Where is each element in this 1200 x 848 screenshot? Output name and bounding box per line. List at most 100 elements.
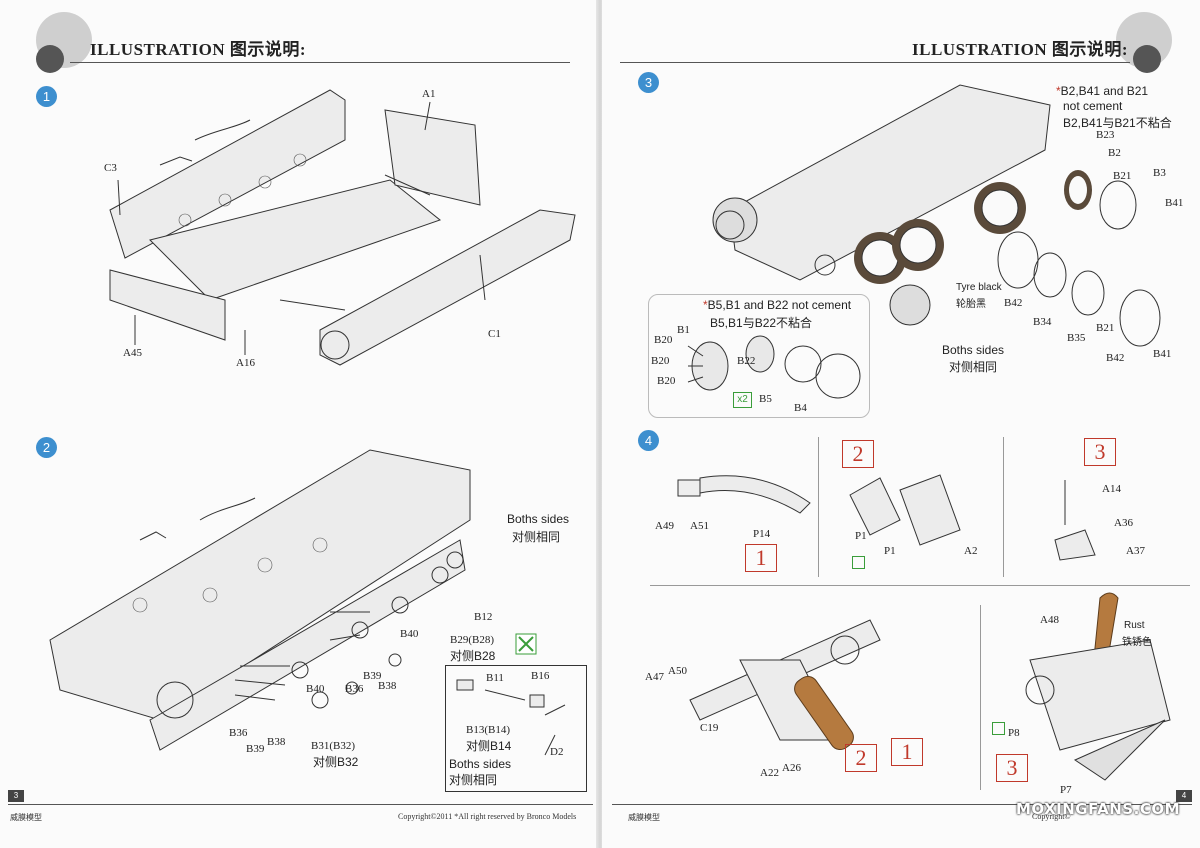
glue-icon-2 <box>852 556 865 569</box>
step2-boths-en: Boths sides <box>507 512 570 526</box>
page-gutter <box>596 0 604 848</box>
label-B12: B12 <box>474 611 493 623</box>
label-P1-a: P1 <box>855 530 867 542</box>
label-B21-top: B21 <box>1113 170 1132 182</box>
label-A50: A50 <box>668 665 687 677</box>
label-B4: B4 <box>794 402 807 414</box>
label-B38-b: B38 <box>267 736 286 748</box>
step-1-badge: 1 <box>36 86 57 107</box>
label-B13: B13(B14) <box>466 724 510 736</box>
label-C1: C1 <box>488 328 501 340</box>
label-B34: B34 <box>1033 316 1052 328</box>
label-D2: D2 <box>550 746 564 758</box>
step3-boths-en: Boths sides <box>942 343 1005 357</box>
label-A48: A48 <box>1040 614 1059 626</box>
suspension-arms <box>234 551 464 709</box>
tyre-black-cn: 轮胎黑 <box>956 299 986 310</box>
step-4-badge: 4 <box>638 430 659 451</box>
label-P8: P8 <box>1008 727 1020 739</box>
step3-note2-l1: *B5,B1 and B22 not cement <box>703 298 852 312</box>
label-A51: A51 <box>690 520 709 532</box>
label-B16: B16 <box>531 670 550 682</box>
rust-cn: 铁锈色 <box>1122 637 1152 648</box>
label-A1: A1 <box>422 88 436 100</box>
label-C19: C19 <box>700 722 719 734</box>
step4-divider-2 <box>1003 437 1004 577</box>
label-B36-b: B36 <box>229 727 248 739</box>
label-B1: B1 <box>677 324 690 336</box>
step2-inset <box>445 665 587 792</box>
footer-copyright-right: Copyright© <box>1032 812 1071 821</box>
label-C3: C3 <box>104 162 117 174</box>
label-B41-top: B41 <box>1165 197 1184 209</box>
label-B2: B2 <box>1108 147 1121 159</box>
label-B42-b: B42 <box>1106 352 1125 364</box>
label-B38-a: B38 <box>378 680 397 692</box>
footer-copyright: Copyright©2011 *All right reserved by Br… <box>398 812 577 821</box>
label-B39-b: B39 <box>246 743 265 755</box>
no-glue-icon <box>515 633 537 655</box>
label-A45: A45 <box>123 347 142 359</box>
step4-divider-h <box>650 585 1190 586</box>
label-P1-b: P1 <box>884 545 896 557</box>
label-B29-note: 对侧B28 <box>450 649 496 663</box>
header-deco-dot <box>36 45 64 73</box>
label-B20-b: B20 <box>651 355 670 367</box>
footer-rule-right <box>612 804 1192 805</box>
label-P7: P7 <box>1060 784 1072 796</box>
label-B42-a: B42 <box>1004 297 1023 309</box>
label-B31: B31(B32) <box>311 740 355 752</box>
header-rule-left <box>70 62 570 63</box>
label-B41-bottom: B41 <box>1153 348 1172 360</box>
label-A26: A26 <box>782 762 801 774</box>
label-B31-note: 对侧B32 <box>313 755 359 769</box>
rust-en: Rust <box>1124 620 1145 631</box>
step-1-hull-drawing <box>109 89 576 366</box>
page-title-left: ILLUSTRATION 图示说明: <box>90 40 307 59</box>
step2-boths-cn: 对侧相同 <box>512 530 561 544</box>
step-2-badge: 2 <box>36 437 57 458</box>
step3-note2-l2: B5,B1与B22不粘合 <box>710 316 813 330</box>
label-B21-bottom: B21 <box>1096 322 1115 334</box>
step4-drawings <box>677 474 1171 781</box>
label-B29: B29(B28) <box>450 634 494 646</box>
box-lower-2: 2 <box>845 744 877 772</box>
label-A14: A14 <box>1102 483 1121 495</box>
label-B40-b: B40 <box>306 683 325 695</box>
step-3-badge: 3 <box>638 72 659 93</box>
footer-brand-left: 威膜模型 <box>10 813 42 822</box>
label-A49: A49 <box>655 520 674 532</box>
label-B35: B35 <box>1067 332 1086 344</box>
label-B22: B22 <box>737 355 756 367</box>
step4-divider-3 <box>980 605 981 790</box>
label-B36-a: B36 <box>345 683 364 695</box>
box-2: 2 <box>842 440 874 468</box>
label-B5: B5 <box>759 393 772 405</box>
step3-sub-drawing <box>687 335 861 399</box>
step3-note1-l1: *B2,B41 and B21 <box>1056 84 1149 98</box>
footer-rule-left <box>8 804 593 805</box>
label-A47: A47 <box>645 671 664 683</box>
label-B23: B23 <box>1096 129 1115 141</box>
page-number-left: 3 <box>8 790 24 802</box>
page-title-right: ILLUSTRATION 图示说明: <box>912 40 1129 59</box>
label-A2: A2 <box>964 545 978 557</box>
label-B20-a: B20 <box>654 334 673 346</box>
watermark: MOXINGFANS.COM <box>1015 800 1180 818</box>
label-A22: A22 <box>760 767 779 779</box>
step3-note1-l2: not cement <box>1063 99 1123 113</box>
step2-inset-drawing <box>456 679 566 756</box>
label-B11: B11 <box>486 672 504 684</box>
step4-divider-1 <box>818 437 819 577</box>
footer-brand-right: 威膜模型 <box>628 813 660 822</box>
label-B40-a: B40 <box>400 628 419 640</box>
x2-badge: x2 <box>733 392 752 408</box>
inset-boths-en: Boths sides <box>449 757 512 771</box>
step3-boths-cn: 对侧相同 <box>949 360 998 374</box>
tyre-black-en: Tyre black <box>956 282 1002 293</box>
page-number-right: 4 <box>1176 790 1192 802</box>
step3-subassembly-panel <box>648 294 870 418</box>
label-B20-c: B20 <box>657 375 676 387</box>
box-1: 1 <box>745 544 777 572</box>
step3-note1-l3: B2,B41与B21不粘合 <box>1063 116 1172 130</box>
